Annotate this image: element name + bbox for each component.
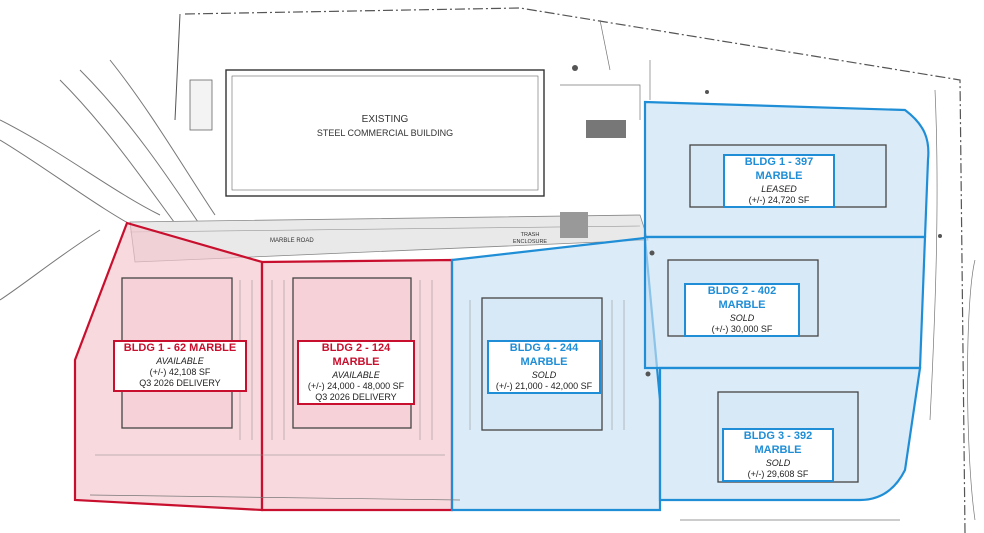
road-name-label: MARBLE ROAD: [270, 238, 314, 244]
label-status: SOLD: [531, 369, 557, 380]
label-title: BLDG 3 - 392 MARBLE: [743, 430, 813, 456]
existing-steel-building: [225, 69, 545, 197]
label-status: SOLD: [765, 457, 791, 468]
label-title: BLDG 1 - 397 MARBLE: [744, 156, 814, 182]
label-area: (+/-) 42,108 SF: [149, 367, 211, 377]
trash-enclosure-block: [560, 212, 588, 238]
dark-structure: [586, 120, 626, 138]
label-bldg2-124: BLDG 2 - 124 MARBLE AVAILABLE (+/-) 24,0…: [297, 340, 415, 406]
label-bldg1-397: BLDG 1 - 397 MARBLE LEASED (+/-) 24,720 …: [723, 154, 835, 208]
label-status: LEASED: [761, 183, 797, 194]
label-bldg1-62: BLDG 1 - 62 MARBLE AVAILABLE (+/-) 42,10…: [113, 340, 247, 392]
label-bldg4-244: BLDG 4 - 244 MARBLE SOLD (+/-) 21,000 - …: [487, 340, 601, 394]
label-delivery: Q3 2026 DELIVERY: [315, 392, 397, 402]
label-title: BLDG 4 - 244 MARBLE: [509, 342, 579, 368]
small-structure: [189, 79, 213, 131]
label-title: BLDG 2 - 124 MARBLE: [321, 342, 391, 368]
property-boundary-line: [184, 7, 966, 533]
label-area: (+/-) 21,000 - 42,000 SF: [495, 380, 593, 391]
label-area: (+/-) 24,000 - 48,000 SF: [307, 380, 405, 391]
trash-label-1: TRASH: [521, 232, 540, 238]
label-status: AVAILABLE: [156, 355, 204, 366]
site-linework: [89, 19, 976, 521]
label-bldg2-402: BLDG 2 - 402 MARBLE SOLD (+/-) 30,000 SF: [684, 283, 800, 337]
existing-building-label-2: STEEL COMMERCIAL BUILDING: [317, 128, 453, 138]
label-area: (+/-) 24,720 SF: [748, 194, 810, 205]
label-delivery: Q3 2026 DELIVERY: [139, 378, 221, 389]
property-boundary-west: [174, 13, 181, 121]
label-title: BLDG 1 - 62 MARBLE: [123, 342, 237, 354]
road-centerline: [129, 225, 641, 233]
parking-stalls-red: [95, 280, 445, 456]
existing-building-label-1: EXISTING: [362, 114, 409, 125]
existing-building-inner-line: [231, 75, 539, 191]
label-bldg3-392: BLDG 3 - 392 MARBLE SOLD (+/-) 29,608 SF: [722, 428, 834, 482]
parking-stalls-bldg4: [469, 300, 625, 430]
label-area: (+/-) 30,000 SF: [711, 323, 773, 334]
label-status: SOLD: [729, 312, 755, 323]
trash-label-2: ENCLOSURE: [513, 239, 548, 245]
label-area: (+/-) 29,608 SF: [747, 468, 809, 479]
label-title: BLDG 2 - 402 MARBLE: [707, 285, 777, 311]
label-status: AVAILABLE: [332, 369, 380, 380]
utility-markers: [572, 65, 942, 377]
